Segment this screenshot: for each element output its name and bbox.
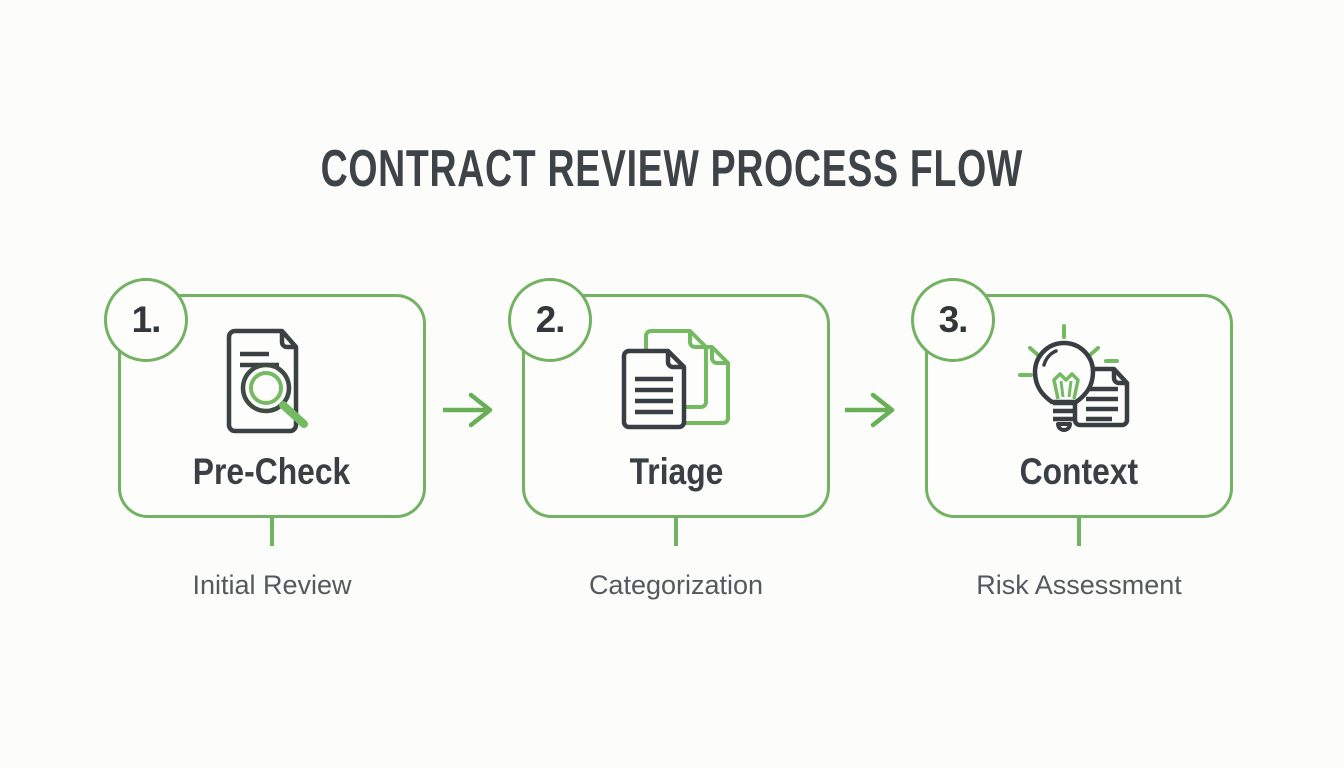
step-caption-categorization: Categorization	[588, 570, 764, 600]
step-number: 1.	[131, 299, 162, 340]
connector-line	[674, 516, 678, 546]
step-number-badge: 1.	[104, 278, 188, 362]
step-caption-initial-review: Initial Review	[192, 570, 352, 600]
step-label: Pre-Check	[193, 451, 351, 492]
right-arrow-icon	[842, 390, 898, 435]
lightbulb-document-icon	[1016, 323, 1142, 442]
connector-line	[1077, 516, 1081, 546]
page-title: CONTRACT REVIEW PROCESS FLOW	[0, 143, 1344, 195]
step-card-triage: 2. Triage	[508, 278, 830, 546]
stacked-documents-icon	[610, 323, 742, 442]
page-title-text: CONTRACT REVIEW PROCESS FLOW	[320, 140, 1024, 198]
step-number: 3.	[938, 299, 969, 340]
step-number: 2.	[535, 299, 566, 340]
step-card-pre-check: 1. Pre-Check	[104, 278, 426, 546]
connector-line	[270, 516, 274, 546]
step-number-badge: 3.	[911, 278, 995, 362]
right-arrow-icon	[440, 390, 496, 435]
document-magnifier-icon	[216, 323, 328, 444]
step-number-badge: 2.	[508, 278, 592, 362]
step-card-context: 3.	[911, 278, 1233, 546]
step-caption-risk-assessment: Risk Assessment	[976, 570, 1182, 600]
step-label: Triage	[629, 451, 723, 492]
step-label: Context	[1019, 451, 1139, 492]
